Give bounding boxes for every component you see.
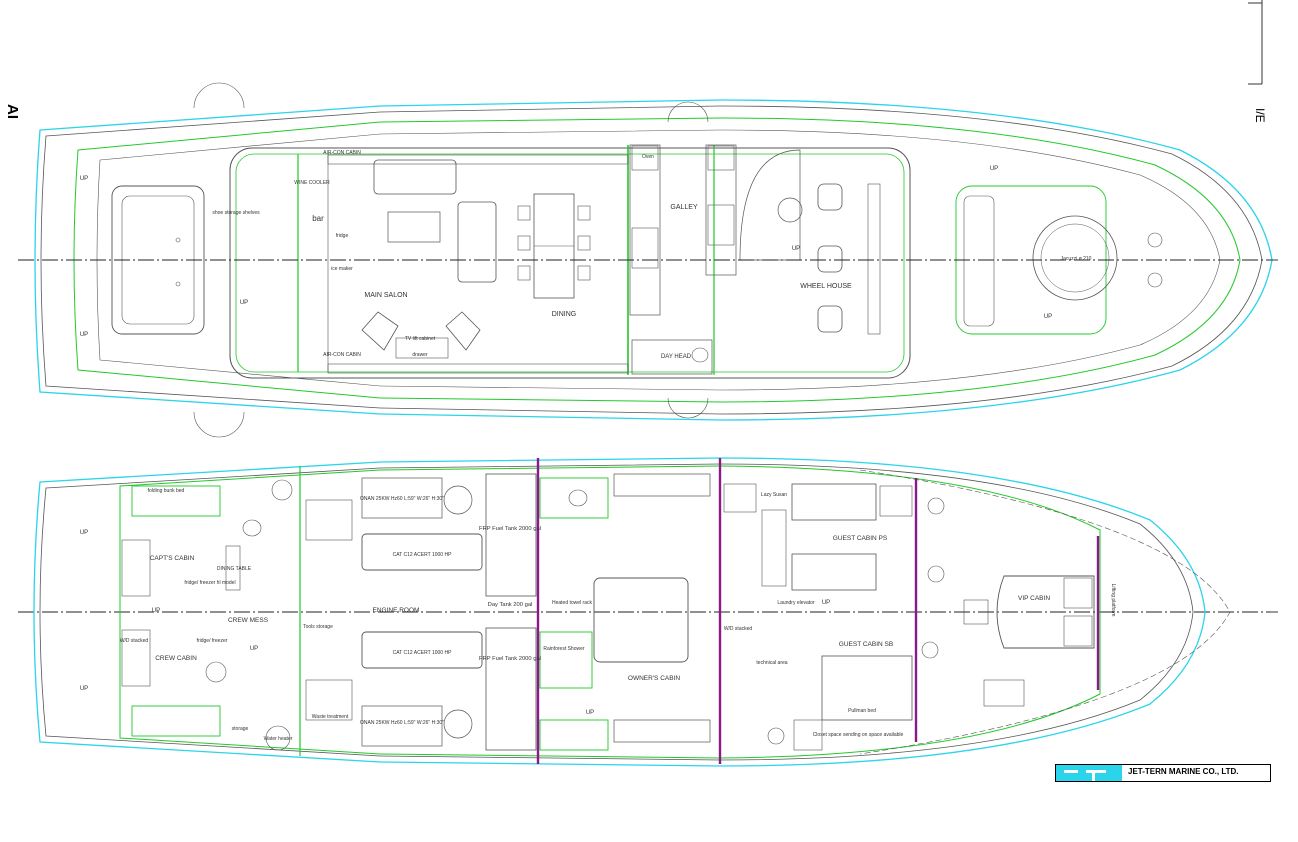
crew-cabin-label: CREW CABIN	[155, 655, 197, 662]
engine-room-label: ENGINE ROOM	[373, 607, 420, 614]
lower-up-mark-2: UP	[80, 686, 88, 692]
lower-up-mark-6: UP	[822, 600, 830, 606]
title-block: JET-TERN MARINE CO., LTD.	[1055, 764, 1271, 782]
right-edge-mark: I/E	[1253, 108, 1267, 123]
guest-cabin-ps-label: GUEST CABIN PS	[833, 535, 888, 542]
jacuzzi	[1032, 215, 1118, 301]
main-salon-label: MAIN SALON	[364, 292, 407, 299]
lower-up-mark-3: UP	[152, 608, 160, 614]
waste-treatment-note: Waste treatment	[312, 714, 349, 720]
oven-note: Oven	[642, 154, 654, 160]
closet-note: Closet space sending on space available	[813, 732, 904, 738]
water-heater-note: Water heater	[264, 736, 293, 742]
laundry-note: Laundry elevator	[777, 600, 815, 606]
heated-rack-note: Heated towel rack	[552, 600, 593, 606]
jacuzzi-note: Jacuzzi ø 210	[1061, 256, 1092, 262]
shower-note: Rainforest Shower	[543, 646, 584, 652]
up-mark-4: UP	[792, 246, 800, 252]
dining-label: DINING	[552, 311, 577, 318]
day-head-label: DAY HEAD	[661, 354, 692, 360]
guest-cabin-sb-label: GUEST CABIN SB	[839, 641, 893, 648]
fuel-tank-top-label: FRP Fuel Tank 2000 gal	[479, 526, 541, 532]
bunk-note: folding bunk bed	[148, 488, 185, 494]
vip-cabin-label: VIP CABIN	[1018, 595, 1050, 602]
main-deck-superstructure	[229, 147, 911, 379]
main-deck-hull-outline	[34, 99, 1273, 421]
lower-up-mark-5: UP	[586, 710, 594, 716]
engine-2-note: CAT C12 ACERT 1000 HP	[393, 650, 452, 656]
up-mark-2: UP	[80, 332, 88, 338]
wheel-house-label-text: WHEEL HOUSE	[800, 283, 852, 290]
crew-mess-label: CREW MESS	[228, 617, 269, 624]
company-name: JET-TERN MARINE CO., LTD.	[1128, 767, 1239, 776]
wheel-house-label: WHEEL HOUSE	[800, 283, 852, 290]
aircon-cabin-note-bottom: AIR-CON CABIN	[323, 352, 361, 358]
lower-deck: CAPT'S CABIN CREW CABIN CREW MESS ENGINE…	[33, 457, 1231, 767]
lower-up-mark-4: UP	[250, 646, 258, 652]
up-mark-5: UP	[990, 166, 998, 172]
storage-note: storage	[232, 726, 249, 732]
lower-deck-hull-outline	[33, 457, 1206, 767]
generator-2-note: ONAN 25KW Hz60 L:59" W:26" H:30"	[360, 720, 444, 726]
aircon-cabin-note-top: AIR-CON CABIN	[323, 150, 361, 156]
dining-table-note: DINING TABLE	[217, 566, 252, 572]
lower-up-mark-1: UP	[80, 530, 88, 536]
drawer-note: drawer	[412, 352, 428, 358]
generator-1-note: ONAN 25KW Hz60 L:59" W:26" H:30"	[360, 496, 444, 502]
fuel-tank-bottom-label: FRP Fuel Tank 2000 gal	[479, 656, 541, 662]
shoe-storage-note: shoe storage shelves	[212, 210, 260, 216]
up-mark-6: UP	[1044, 314, 1052, 320]
day-tank-label: Day Tank 200 gal	[488, 602, 533, 608]
capts-cabin-label: CAPT'S CABIN	[150, 555, 195, 562]
up-mark-1: UP	[80, 176, 88, 182]
galley-label: GALLEY	[670, 204, 698, 211]
technical-area-note: technical area	[756, 660, 787, 666]
owners-cabin-label: OWNER'S CABIN	[628, 675, 680, 682]
up-mark-3: UP	[240, 300, 248, 306]
pullman-note: Pullman bed	[848, 708, 876, 714]
lazy-susan-note: Lazy Susan	[761, 492, 787, 498]
wine-cooler-note: WINE COOLER	[294, 180, 330, 186]
bar-label: bar	[312, 214, 324, 223]
left-edge-mark: AI	[4, 104, 21, 119]
wd-stacked-note-1: W/D stacked	[120, 638, 149, 644]
fridge-note: fridge	[336, 233, 349, 239]
crew-fridge-note: fridge/ freezer hl model	[184, 580, 235, 586]
engine-1-note: CAT C12 ACERT 1000 HP	[393, 552, 452, 558]
tools-storage-note: Tools storage	[303, 624, 333, 630]
crew-fridge2-note: fridge/ freezer	[197, 638, 228, 644]
tv-lift-note: TV lift cabinet	[405, 336, 436, 342]
wd-stacked-note-2: W/D stacked	[724, 626, 753, 632]
lifting-platform-note: Lifting platform	[1110, 584, 1116, 617]
company-logo	[1056, 765, 1122, 781]
ice-maker-note: ice maker	[331, 266, 353, 272]
